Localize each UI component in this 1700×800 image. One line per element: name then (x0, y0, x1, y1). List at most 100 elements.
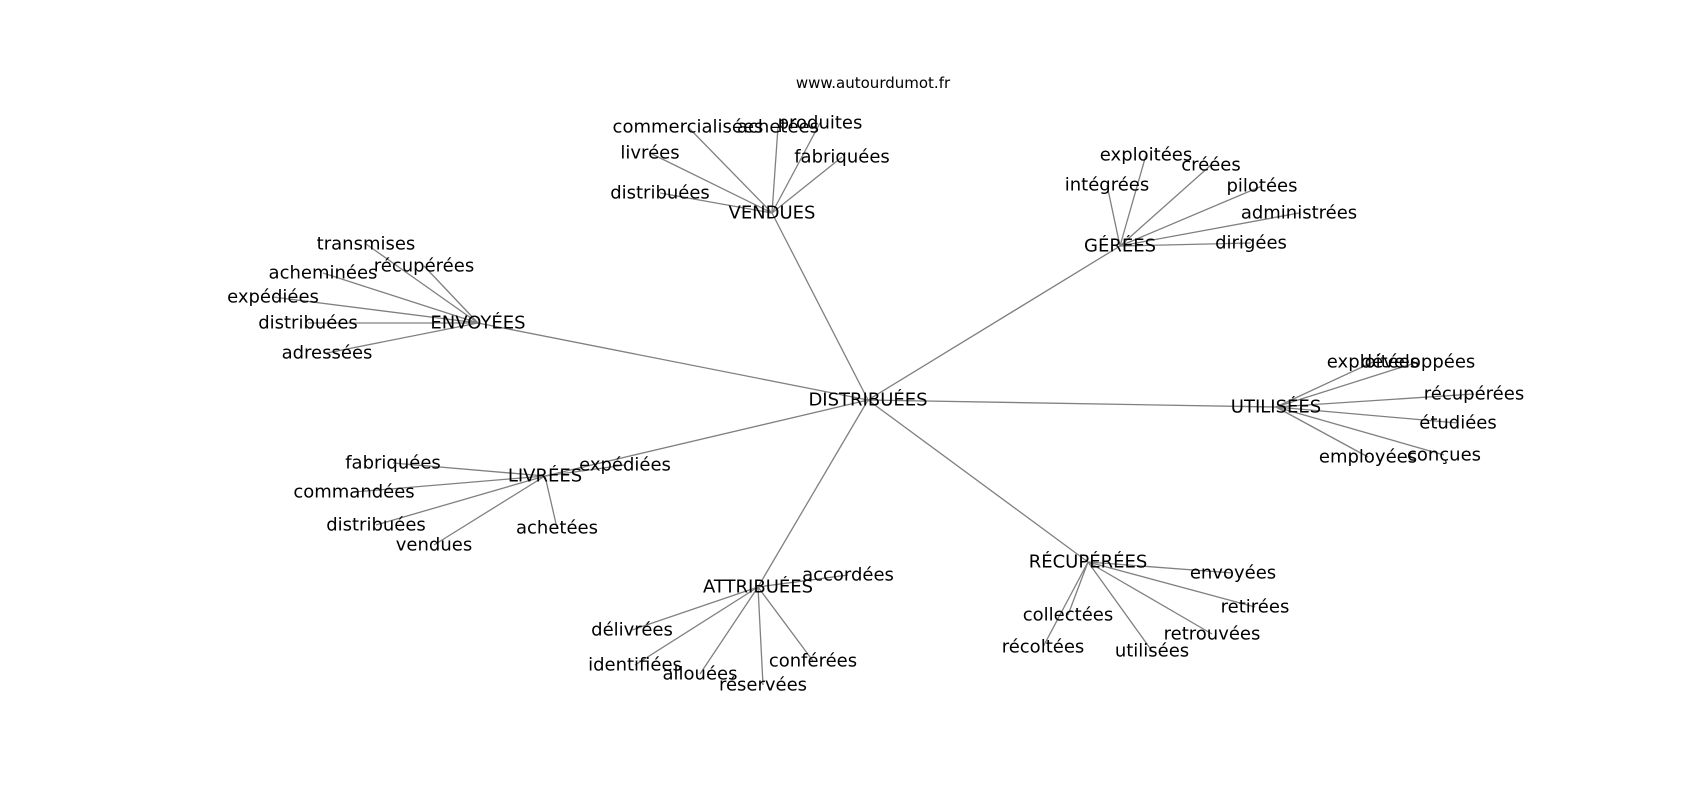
leaf-node[interactable]: achetées (516, 518, 598, 539)
edge-hub-leaf (1119, 242, 1252, 247)
edge-hub-leaf (1275, 406, 1369, 458)
edge-center-hub (477, 322, 869, 401)
edge-hub-leaf (1275, 361, 1419, 408)
leaf-node[interactable]: distribuées (610, 183, 710, 204)
edge-hub-leaf (353, 475, 546, 493)
edge-hub-leaf (699, 586, 759, 675)
edge-hub-leaf (1087, 561, 1256, 608)
edge-hub-leaf (631, 586, 759, 631)
leaf-node[interactable]: délivrées (591, 620, 673, 641)
leaf-node[interactable]: étudiées (1419, 413, 1497, 434)
watermark: www.autourdumot.fr (796, 74, 951, 92)
leaf-node[interactable]: administrées (1241, 203, 1357, 224)
edge-hub-leaf (687, 126, 773, 214)
labels: www.autourdumot.fr DISTRIBUÉES VENDUES com… (227, 74, 1524, 696)
leaf-node[interactable]: intégrées (1065, 175, 1150, 196)
leaf-node[interactable]: expédiées (227, 287, 319, 308)
leaf-node[interactable]: livrées (620, 143, 679, 164)
edge-hub-leaf (1275, 361, 1374, 408)
edge-hub-leaf (634, 586, 759, 666)
edge-hub-leaf (1087, 561, 1153, 652)
edge-hub-leaf (757, 586, 814, 662)
leaf-node[interactable]: récupérées (1424, 384, 1524, 405)
leaf-node[interactable]: adressées (282, 343, 373, 364)
hub-node[interactable]: ENVOYÉES (430, 312, 525, 334)
leaf-node[interactable]: exploitées (1100, 145, 1192, 166)
edge-hub-leaf (272, 296, 479, 324)
edges (272, 122, 1475, 686)
leaf-node[interactable]: récoltées (1002, 637, 1085, 658)
edge-hub-leaf (1275, 393, 1475, 408)
leaf-node[interactable]: employées (1319, 447, 1417, 468)
leaf-node[interactable]: collectées (1023, 605, 1113, 626)
edge-hub-leaf (1119, 185, 1263, 247)
edge-hub-leaf (1042, 561, 1089, 648)
edge-hub-leaf (771, 122, 821, 214)
leaf-node[interactable]: commercialisées (613, 117, 764, 138)
hub-node[interactable]: ATTRIBUÉES (703, 576, 813, 598)
leaf-node[interactable]: réservées (719, 675, 807, 696)
leaf-node[interactable]: dirigées (1215, 233, 1287, 254)
edge-hub-leaf (771, 156, 843, 214)
edge-hub-leaf (433, 475, 546, 546)
leaf-node[interactable]: exploitées (1327, 352, 1419, 373)
leaf-node[interactable]: distribuées (326, 515, 426, 536)
leaf-node[interactable]: identifiées (588, 655, 682, 676)
edge-center-hub (544, 399, 869, 477)
edge-hub-leaf (649, 152, 773, 214)
edge-hub-leaf (1067, 561, 1089, 616)
edge-hub-leaf (659, 192, 773, 214)
edge-hub-leaf (326, 322, 479, 354)
leaf-node[interactable]: distribuées (258, 313, 358, 334)
edge-hub-leaf (365, 243, 479, 324)
edge-center-hub (757, 399, 869, 588)
leaf-node[interactable]: pilotées (1226, 176, 1297, 197)
edge-hub-leaf (1275, 406, 1445, 456)
leaf-node[interactable]: récupérées (374, 256, 474, 277)
hub-node[interactable]: RÉCUPÉRÉES (1029, 551, 1148, 573)
hub-node[interactable]: UTILISÉES (1231, 396, 1321, 418)
edge-center-hub (867, 399, 1089, 563)
edge-hub-leaf (1275, 406, 1459, 424)
edge-hub-leaf (1106, 184, 1121, 247)
edge-hub-leaf (757, 574, 849, 588)
leaf-node[interactable]: produites (778, 113, 863, 134)
leaf-node[interactable]: fabriquées (345, 453, 441, 474)
leaf-node[interactable]: utilisées (1115, 641, 1189, 662)
leaf-node[interactable]: vendues (396, 535, 472, 556)
leaf-node[interactable]: créées (1181, 155, 1241, 176)
edge-hub-leaf (1119, 164, 1212, 247)
leaf-node[interactable]: retirées (1221, 597, 1290, 618)
hub-node[interactable]: VENDUES (729, 203, 816, 224)
leaf-node[interactable]: développées (1361, 352, 1476, 373)
edge-hub-leaf (1087, 561, 1234, 574)
edge-hub-leaf (392, 462, 546, 477)
center-node[interactable]: DISTRIBUÉES (808, 389, 927, 411)
leaf-node[interactable]: expédiées (579, 455, 671, 476)
leaf-node[interactable]: envoyées (1190, 563, 1276, 584)
edge-hub-leaf (423, 265, 479, 324)
edge-center-hub (867, 245, 1121, 401)
leaf-node[interactable]: commandées (293, 482, 414, 503)
leaf-node[interactable]: acheminées (269, 263, 378, 284)
edge-center-hub (771, 212, 869, 401)
leaf-node[interactable]: fabriquées (794, 147, 890, 168)
hub-node[interactable]: GÉRÉES (1084, 235, 1156, 257)
leaf-node[interactable]: achetées (737, 117, 819, 138)
leaf-node[interactable]: retrouvées (1164, 624, 1261, 645)
edge-hub-leaf (544, 475, 558, 529)
leaf-node[interactable]: transmises (317, 234, 416, 255)
edge-hub-leaf (1119, 212, 1300, 247)
edge-hub-leaf (771, 126, 779, 214)
leaf-node[interactable]: accordées (802, 565, 894, 586)
edge-hub-leaf (1119, 154, 1147, 247)
hub-node[interactable]: LIVRÉES (508, 465, 582, 487)
edge-hub-leaf (1087, 561, 1213, 635)
edge-hub-leaf (322, 272, 479, 324)
leaf-node[interactable]: conférées (769, 651, 857, 672)
edge-center-hub (867, 399, 1277, 408)
leaf-node[interactable]: conçues (1407, 445, 1481, 466)
edge-hub-leaf (757, 586, 764, 686)
leaf-node[interactable]: allouées (663, 664, 738, 685)
